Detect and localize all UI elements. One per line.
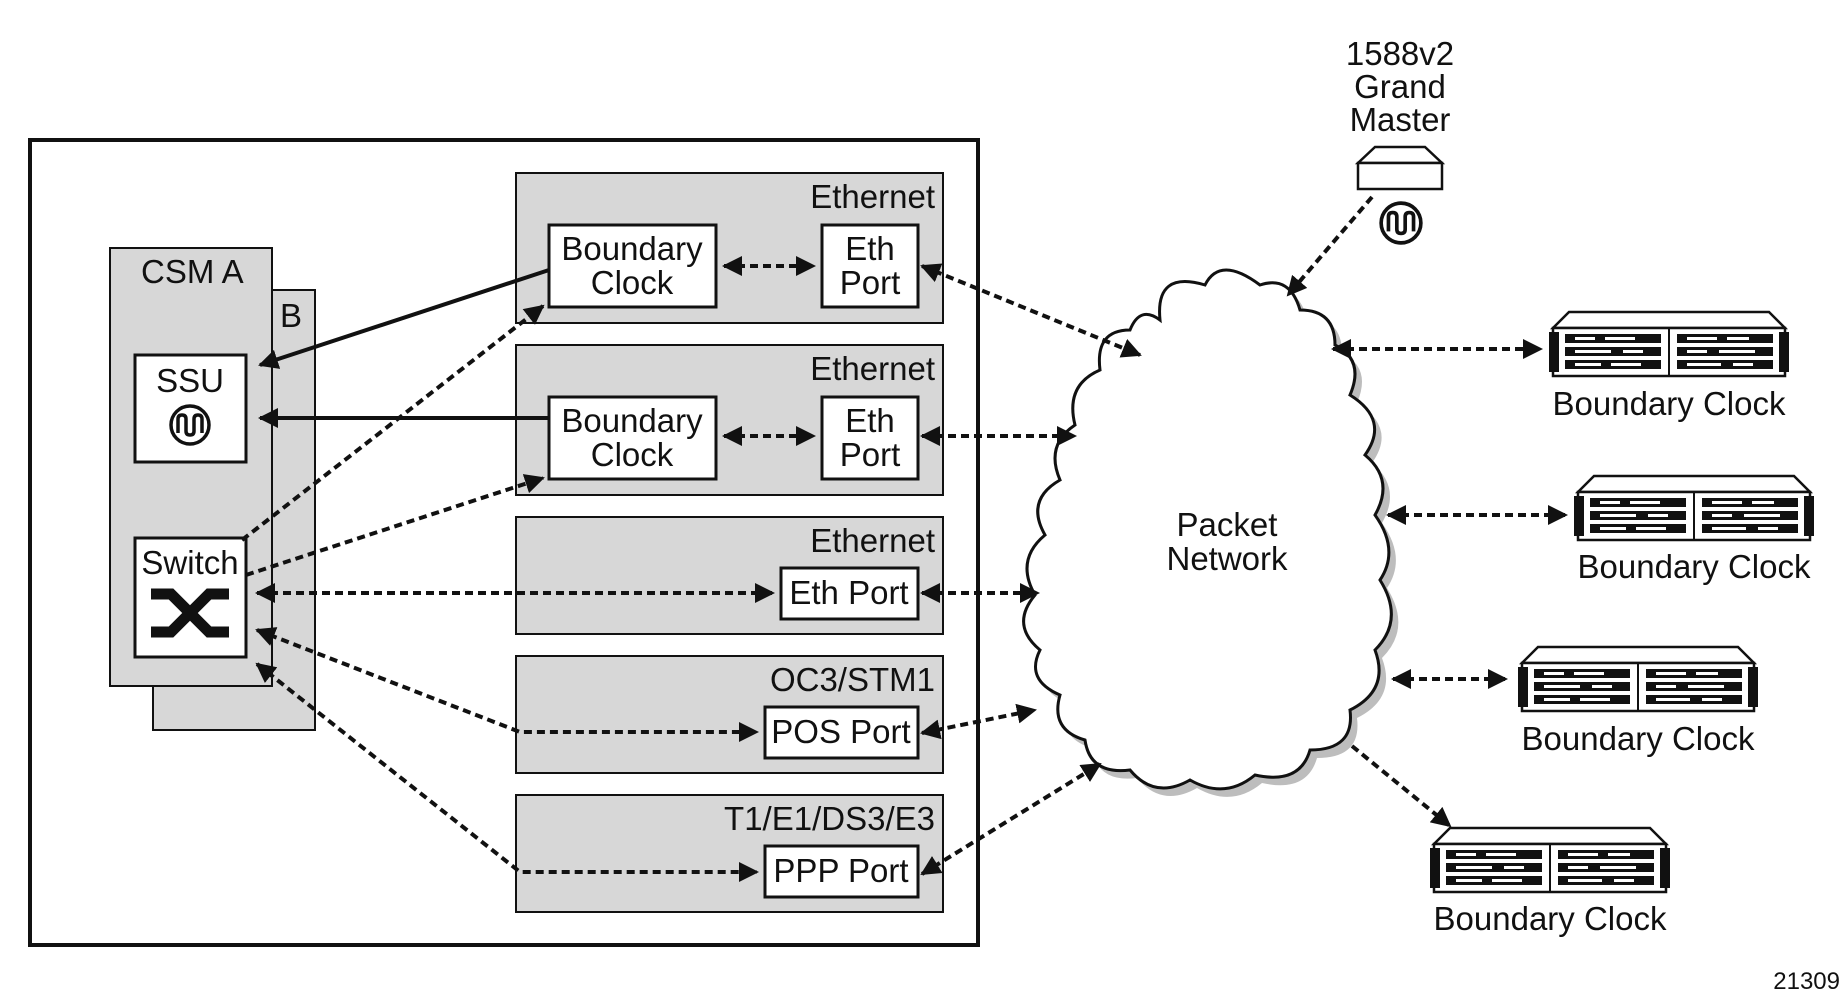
grand-master-label-line3: Master	[1350, 101, 1451, 138]
packet-network-cloud	[1022, 268, 1399, 797]
ppp-port-box	[763, 844, 920, 899]
grand-master-label-line2: Grand	[1354, 68, 1446, 105]
sync-link	[245, 474, 545, 577]
grand-master-link	[1286, 195, 1374, 297]
boundary-clock-box	[547, 223, 718, 309]
svg-text:Ethernet: Ethernet	[810, 178, 935, 215]
boundary-clock-router-icon	[1516, 645, 1760, 713]
csm-b-label: B	[280, 297, 302, 334]
svg-text:Clock: Clock	[591, 264, 674, 301]
svg-text:Eth: Eth	[845, 230, 895, 267]
sync-link	[240, 304, 545, 542]
csm-a-label: CSM A	[141, 253, 244, 290]
svg-text:PPP Port: PPP Port	[773, 852, 908, 889]
remote-boundary-clock-label: Boundary Clock	[1578, 548, 1811, 585]
network-link	[920, 263, 1142, 358]
switch-fabric-icon	[151, 588, 229, 638]
remote-boundary-clock-label: Boundary Clock	[1522, 720, 1755, 757]
ssu-clock-icon	[169, 404, 211, 446]
svg-text:Eth: Eth	[845, 402, 895, 439]
svg-text:Clock: Clock	[591, 436, 674, 473]
grand-master-label-line1: 1588v2	[1346, 35, 1454, 72]
line-card-3: Ethernet Eth Port	[515, 516, 944, 635]
remote-boundary-clock-label: Boundary Clock	[1434, 900, 1667, 937]
remote-link	[1350, 744, 1452, 828]
boundary-clock-router-icon	[1574, 474, 1814, 542]
svg-text:Ethernet: Ethernet	[810, 522, 935, 559]
clock-feed-line	[258, 268, 550, 369]
svg-text:Boundary: Boundary	[561, 402, 703, 439]
figure-id: 21309	[1773, 968, 1840, 995]
grand-master-clock-icon	[1379, 201, 1423, 245]
boundary-clock-router-icon	[1428, 826, 1672, 894]
boundary-clock-box	[547, 395, 718, 481]
switch-label: Switch	[141, 544, 238, 581]
ssu-label: SSU	[156, 362, 224, 399]
grand-master-device-icon	[1354, 145, 1446, 191]
svg-text:Eth Port: Eth Port	[789, 574, 908, 611]
network-link	[920, 762, 1102, 876]
svg-text:Boundary: Boundary	[561, 230, 703, 267]
eth-port-box	[779, 566, 920, 621]
boundary-clock-router-icon	[1549, 310, 1789, 378]
svg-text:Port: Port	[840, 436, 901, 473]
line-card-4: OC3/STM1 POS Port	[515, 655, 944, 774]
network-link	[920, 703, 1037, 740]
eth-port-box	[820, 395, 920, 481]
line-card-1: Ethernet Boundary Clock Eth Port	[515, 172, 944, 324]
line-card-5: T1/E1/DS3/E3 PPP Port	[515, 794, 944, 913]
svg-text:OC3/STM1: OC3/STM1	[770, 661, 935, 698]
eth-port-box	[820, 223, 920, 309]
svg-text:T1/E1/DS3/E3: T1/E1/DS3/E3	[724, 800, 935, 837]
svg-text:POS Port: POS Port	[771, 713, 910, 750]
line-card-2: Ethernet Boundary Clock Eth Port	[515, 344, 944, 496]
sync-link	[255, 662, 759, 882]
network-label-line1: Packet	[1177, 506, 1278, 543]
pos-port-box	[763, 705, 920, 760]
remote-boundary-clock-label: Boundary Clock	[1553, 385, 1786, 422]
svg-text:Port: Port	[840, 264, 901, 301]
network-label-line2: Network	[1166, 540, 1288, 577]
svg-text:Ethernet: Ethernet	[810, 350, 935, 387]
